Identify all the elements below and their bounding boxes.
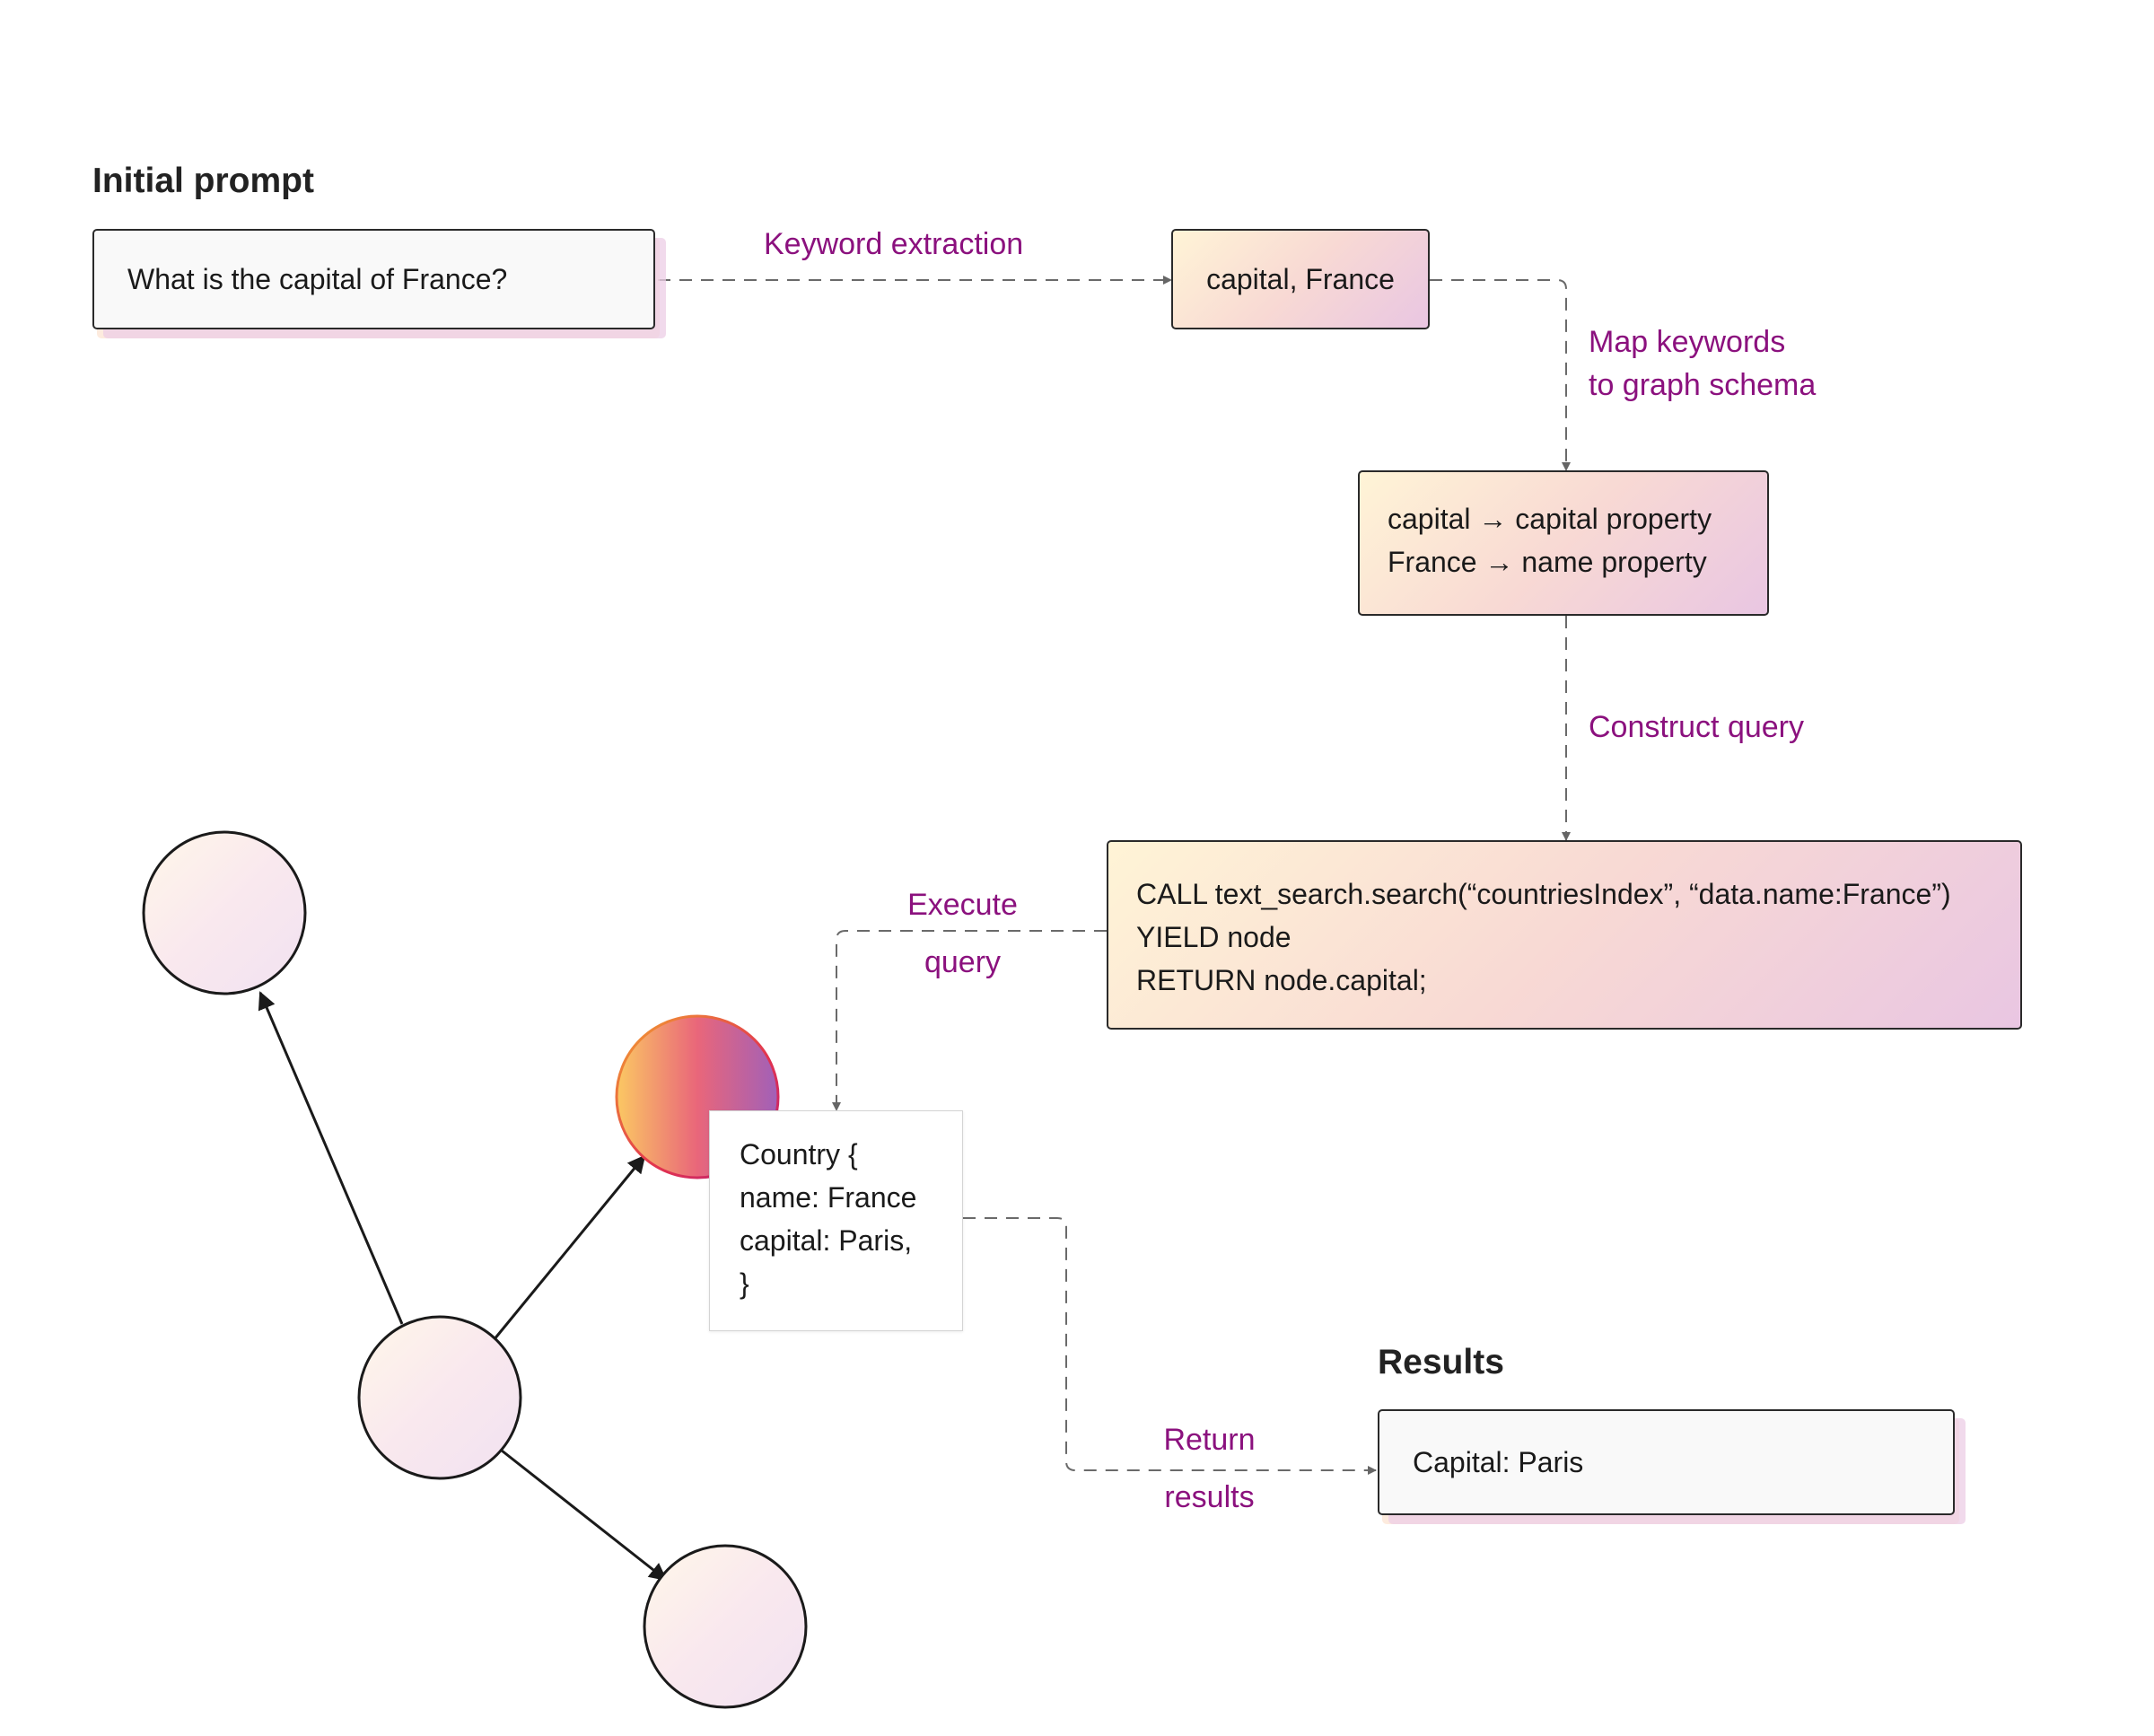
map-keywords-line: Map keywords xyxy=(1589,325,1786,359)
country-node-line: name: France xyxy=(740,1181,917,1214)
graph-edge xyxy=(258,991,404,1325)
connector-query-to-node xyxy=(832,930,1107,1111)
return-results-label: Return results xyxy=(1135,1411,1283,1526)
graph-node xyxy=(142,830,307,995)
map-keywords-label: Map keywords to graph schema xyxy=(1589,320,1816,407)
prompt-box: What is the capital of France? xyxy=(92,229,655,329)
mapping-line: capital → capital property xyxy=(1388,503,1712,535)
graph-node xyxy=(357,1315,522,1480)
execute-query-label: Execute query xyxy=(889,876,1037,991)
map-keywords-line: to graph schema xyxy=(1589,368,1817,402)
results-heading: Results xyxy=(1378,1343,1504,1381)
graph-node xyxy=(643,1544,808,1709)
connector-node-to-results xyxy=(963,1217,1377,1475)
prompt-text: What is the capital of France? xyxy=(127,262,508,295)
query-line: YIELD node xyxy=(1136,921,1292,953)
query-line: CALL text_search.search(“countriesIndex”… xyxy=(1136,878,1951,910)
country-node-line: Country { xyxy=(740,1138,858,1170)
country-node-line: } xyxy=(740,1267,749,1300)
return-results-line: results xyxy=(1164,1480,1255,1514)
keyword-extraction-label: Keyword extraction xyxy=(764,227,1024,261)
execute-query-line: query xyxy=(924,945,1002,979)
results-box: Capital: Paris xyxy=(1378,1409,1955,1515)
schema-mapping-box: capital → capital property France → name… xyxy=(1358,470,1769,616)
keywords-box: capital, France xyxy=(1171,229,1430,329)
mapping-line: France → name property xyxy=(1388,546,1707,578)
graph-edge xyxy=(501,1449,668,1582)
return-results-line: Return xyxy=(1163,1423,1256,1457)
query-line: RETURN node.capital; xyxy=(1136,964,1427,996)
construct-query-label: Construct query xyxy=(1589,710,1804,744)
connector-keywords-to-mapping xyxy=(1430,279,1571,471)
country-node-line: capital: Paris, xyxy=(740,1224,913,1257)
graph-edge xyxy=(492,1154,646,1341)
execute-query-line: Execute xyxy=(907,888,1018,922)
country-node-card: Country { name: France capital: Paris, } xyxy=(709,1110,963,1331)
keywords-text: capital, France xyxy=(1206,262,1395,295)
results-text: Capital: Paris xyxy=(1413,1445,1584,1478)
initial-prompt-heading: Initial prompt xyxy=(92,162,314,200)
query-box: CALL text_search.search(“countriesIndex”… xyxy=(1107,840,2022,1030)
